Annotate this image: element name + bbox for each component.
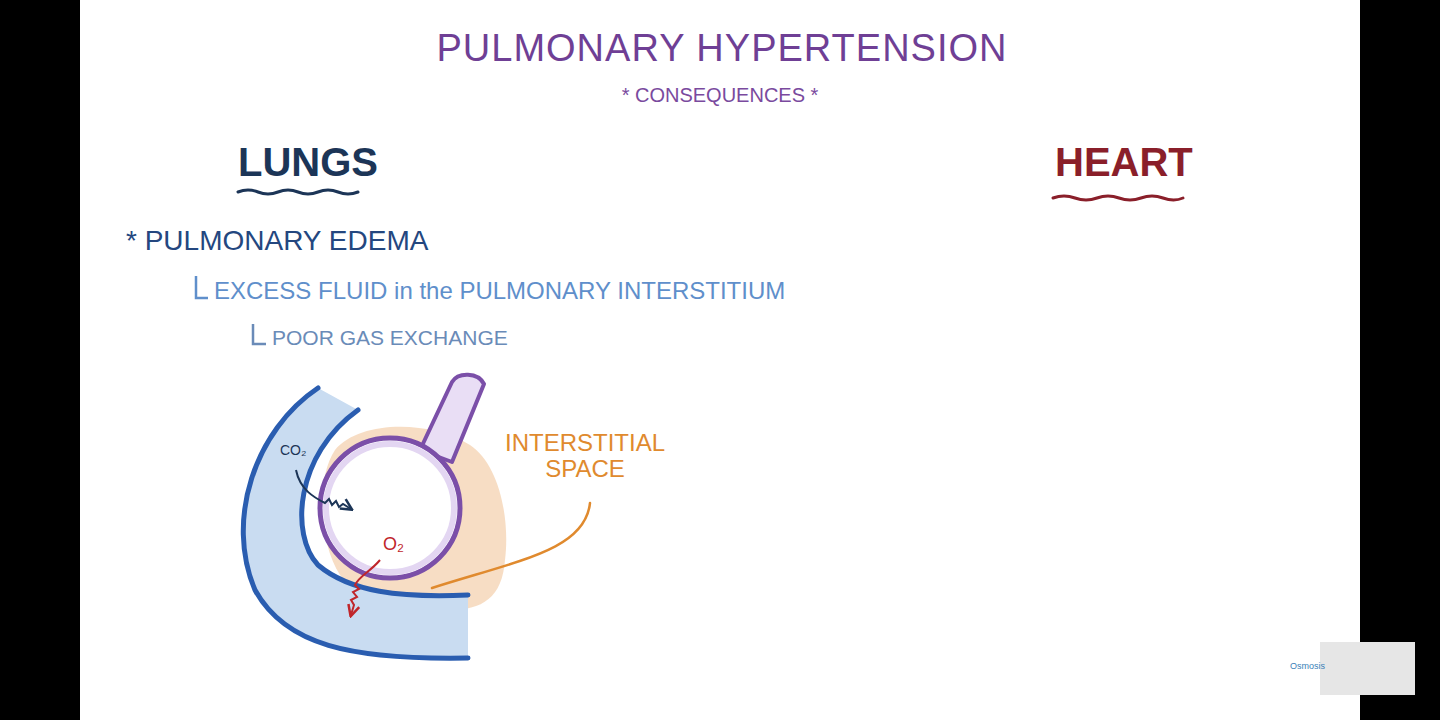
- bullet-text: EXCESS FLUID in the PULMONARY INTERSTITI…: [214, 278, 785, 304]
- tree-bracket: [196, 276, 208, 298]
- gas-label: O₂: [383, 535, 404, 555]
- section-heading: HEART: [1055, 140, 1193, 184]
- subtitle: * CONSEQUENCES *: [622, 84, 819, 106]
- tree-bracket: [253, 324, 266, 344]
- heading-underline: [1053, 196, 1183, 200]
- bullet-heading: * PULMONARY EDEMA: [126, 226, 428, 257]
- alveolus-lining: [326, 444, 454, 572]
- section-heading: LUNGS: [238, 140, 378, 184]
- callout-label: INTERSTITIAL SPACE: [485, 430, 685, 483]
- o2-arrow: [351, 560, 380, 615]
- gas-label: CO₂: [280, 443, 306, 458]
- slide-title: PULMONARY HYPERTENSION: [436, 28, 1007, 70]
- co2-arrow: [296, 470, 351, 509]
- leader-line: [432, 503, 590, 588]
- watermark-box: [1320, 642, 1415, 695]
- watermark: Osmosis: [1260, 662, 1355, 672]
- alveolus: [320, 438, 460, 578]
- bullet-text: POOR GAS EXCHANGE: [272, 326, 508, 349]
- heading-underline: [238, 190, 358, 194]
